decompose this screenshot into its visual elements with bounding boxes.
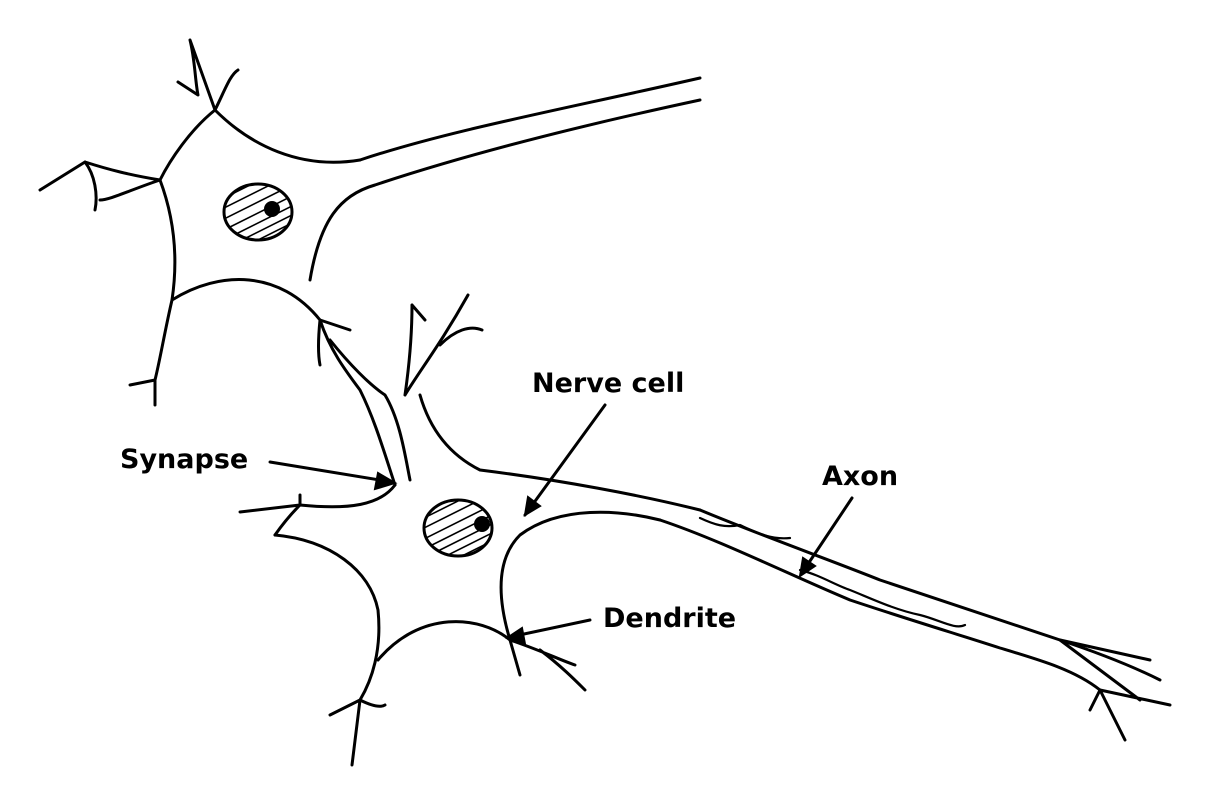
lower-neuron-axon-top: [698, 508, 1162, 682]
axon-myelin-sheath: [698, 516, 967, 628]
label-nerve-cell: Nerve cell: [523, 368, 684, 517]
lower-neuron-axon-bottom: [658, 518, 1102, 692]
upper-neuron-left-dendrite: [38, 108, 217, 212]
lower-neuron-body-outline: [273, 533, 387, 767]
upper-neuron-body-outline: [128, 178, 352, 407]
upper-neuron: [38, 38, 702, 487]
upper-neuron-axon-bottom: [308, 98, 702, 282]
nerve-cell-arrow: [523, 403, 607, 517]
upper-neuron-axon-to-synapse: [318, 318, 412, 487]
lower-neuron-upper-outline: [418, 393, 702, 512]
lower-neuron-bottom-dendrite: [376, 620, 587, 692]
lower-neuron-left-dendrite: [238, 483, 397, 537]
lower-neuron-nucleus: [422, 498, 494, 558]
axon-label: Axon: [822, 461, 898, 492]
nerve-cell-label: Nerve cell: [532, 368, 684, 399]
synapse-label: Synapse: [120, 444, 248, 475]
label-axon: Axon: [798, 461, 898, 579]
upper-neuron-axon-top: [358, 76, 702, 162]
synapse-arrow: [268, 460, 394, 484]
dendrite-label: Dendrite: [603, 603, 736, 634]
label-synapse: Synapse: [120, 444, 398, 491]
lower-neuron-axon-hillock: [499, 510, 662, 642]
axon-arrow: [800, 496, 854, 575]
label-dendrite: Dendrite: [504, 603, 736, 646]
lower-neuron-top-dendrite: [403, 293, 484, 397]
axon-terminals: [1058, 638, 1172, 742]
lower-neuron: [238, 293, 1172, 767]
upper-neuron-top-dendrite: [176, 38, 362, 164]
upper-neuron-nucleus: [222, 182, 294, 242]
